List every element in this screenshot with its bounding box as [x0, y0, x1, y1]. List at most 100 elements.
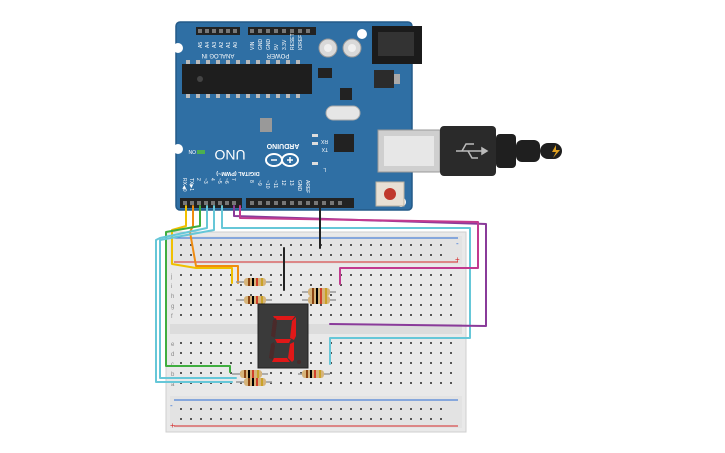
- lightning-icon: [552, 145, 560, 158]
- wire-orange[interactable]: [189, 205, 239, 284]
- small-ic: [340, 88, 352, 100]
- center-channel: [170, 324, 462, 334]
- resistor[interactable]: [232, 370, 268, 378]
- resistor[interactable]: [302, 296, 336, 304]
- wire-cyan-3[interactable]: [221, 205, 471, 365]
- resistor[interactable]: [236, 296, 272, 304]
- digital-section-label: DIGITAL (PWM~): [216, 170, 260, 176]
- wire-purple[interactable]: [233, 205, 487, 327]
- segment-b: [290, 317, 296, 340]
- resistor[interactable]: [236, 278, 272, 286]
- pin-label-5v: 5V: [274, 43, 280, 50]
- pin-label-4: 4: [209, 178, 215, 181]
- resistor[interactable]: [236, 378, 272, 386]
- led-l: [312, 162, 318, 165]
- usb-icon: [456, 143, 489, 159]
- pin-label-vin: VIN: [250, 41, 256, 50]
- led-label-rx: RX: [320, 138, 328, 144]
- analog-header[interactable]: [196, 27, 240, 35]
- pin-label-tx1: TX▶1: [188, 178, 194, 191]
- pin-label-12: 12: [280, 180, 286, 186]
- seven-segment-display[interactable]: [257, 303, 309, 369]
- pin-label-gnd-digital: GND: [296, 180, 302, 192]
- row-label-j: j: [170, 274, 172, 280]
- wire-yellow[interactable]: [171, 205, 233, 284]
- pin-label-a2: A2: [219, 42, 225, 48]
- pin-label-13: 13: [288, 180, 294, 186]
- usb-cable[interactable]: [377, 126, 562, 176]
- resistor-group[interactable]: [232, 278, 336, 386]
- icsp-header: [318, 68, 332, 78]
- row-label-d: d: [171, 352, 174, 358]
- pin-label-a1: A1: [226, 42, 232, 48]
- arduino-uno-board[interactable]: ANALOG IN POWER A5 A4 A3 A2 A1 A0 VIN GN…: [173, 21, 422, 211]
- segment-g: [275, 339, 291, 343]
- usb-chip: [334, 134, 354, 152]
- pin-label-9: ~9: [256, 180, 262, 186]
- breadboard[interactable]: - + j i h g f e d c b: [165, 231, 467, 433]
- pin-label-a0: A0: [233, 42, 239, 48]
- mounting-hole: [173, 144, 183, 154]
- rail-minus-label-bottom: -: [170, 401, 173, 410]
- pin-label-3: ~3: [202, 178, 208, 184]
- model-label: UNO: [214, 147, 245, 163]
- mounting-hole: [173, 43, 183, 53]
- atmega-chip: [182, 64, 312, 94]
- mounting-hole: [357, 29, 367, 39]
- led-label-on: ON: [188, 148, 196, 154]
- pin-label-2: 2: [195, 178, 201, 181]
- led-on: [197, 150, 205, 154]
- pin-label-3v3: 3.3V: [282, 39, 288, 50]
- row-label-e: e: [171, 342, 175, 348]
- pin-label-ioref: IOREF: [298, 35, 304, 50]
- rail-minus-label: -: [456, 239, 459, 248]
- row-label-b: b: [171, 372, 175, 378]
- pin-label-gnd: GND: [258, 39, 264, 51]
- pin-label-a3: A3: [212, 42, 218, 48]
- pin-label-gnd: GND: [266, 39, 272, 51]
- resistor[interactable]: [302, 288, 336, 296]
- row-label-a: a: [171, 382, 175, 388]
- reset-button[interactable]: [375, 181, 405, 207]
- row-label-h: h: [171, 294, 174, 300]
- decimal-point: [297, 360, 301, 364]
- pin-label-10: ~10: [264, 180, 270, 189]
- row-label-g: g: [171, 304, 174, 310]
- segment-f-off: [271, 318, 277, 338]
- wire-magenta[interactable]: [239, 205, 479, 285]
- crystal: [325, 105, 361, 121]
- wire-green[interactable]: [165, 205, 231, 373]
- segment-e-off: [269, 342, 275, 360]
- rail-plus-label-bottom: +: [170, 421, 175, 430]
- analog-in-label: ANALOG IN: [202, 52, 235, 58]
- rail-plus-label: +: [455, 255, 460, 264]
- pin-label-7: 7: [230, 178, 236, 181]
- brand-label: ARDUINO: [266, 142, 299, 149]
- pin-label-rx0: RX◀0: [181, 178, 187, 192]
- led-tx: [312, 142, 318, 145]
- row-label-i: i: [171, 284, 172, 290]
- power-rail-bottom[interactable]: [170, 396, 462, 428]
- pin-label-reset: RESET: [290, 33, 296, 50]
- pin-label-6: ~6: [223, 178, 229, 184]
- wire-cyan-2[interactable]: [159, 205, 237, 379]
- pin-label-11: ~11: [272, 180, 278, 188]
- row-label-f: f: [171, 314, 173, 320]
- wire-cyan-1[interactable]: [155, 205, 233, 383]
- segment-c: [288, 342, 294, 362]
- resistor[interactable]: [298, 370, 330, 378]
- led-rx: [312, 134, 318, 137]
- pin-label-aref: AREF: [304, 180, 310, 193]
- power-label: POWER: [266, 52, 289, 58]
- pin-label-8: 8: [248, 180, 254, 183]
- segment-a: [273, 316, 295, 320]
- voltage-regulator: [374, 70, 394, 88]
- power-rail-top[interactable]: [170, 236, 462, 264]
- segment-d: [272, 358, 290, 362]
- pin-label-a4: A4: [205, 42, 211, 48]
- led-label-l: L: [323, 166, 326, 172]
- pin-label-5: ~5: [216, 178, 222, 184]
- led-label-tx: TX: [321, 146, 328, 152]
- arduino-logo-icon: [265, 153, 299, 167]
